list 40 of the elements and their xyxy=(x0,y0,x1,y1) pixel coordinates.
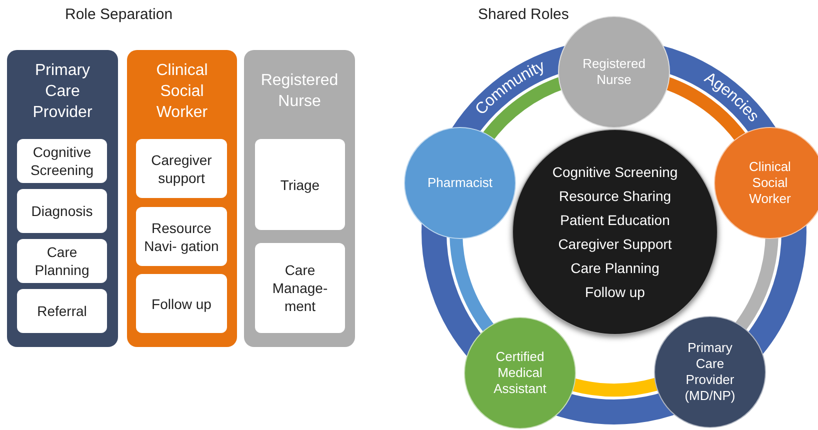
task-card xyxy=(17,289,107,333)
task-text: Referral xyxy=(37,302,87,320)
ring-arc xyxy=(572,378,658,396)
column-heading: Registered Nurse xyxy=(260,71,340,112)
task-card xyxy=(136,207,227,266)
task-card xyxy=(17,189,107,233)
task-card xyxy=(17,139,107,183)
column-heading: Primary Care Provider xyxy=(32,61,94,123)
task-text: Resource Sharing xyxy=(558,187,672,206)
task-text: Care Planning xyxy=(34,243,90,279)
role-name: Pharmacist xyxy=(427,175,493,191)
task-text: Care Manage- ment xyxy=(271,261,329,315)
role-name: Clinical Social Worker xyxy=(748,159,792,207)
role-name: Certified Medical Assistant xyxy=(492,349,548,397)
task-text: Care Planning xyxy=(570,259,660,278)
role-circle xyxy=(714,127,818,239)
task-card xyxy=(255,139,345,230)
task-text: Caregiver Support xyxy=(558,235,672,254)
task-card xyxy=(255,243,345,333)
task-card xyxy=(136,274,227,333)
task-text: Cognitive Screening xyxy=(29,143,95,179)
task-text: Follow up xyxy=(585,283,645,302)
task-text: Cognitive Screening xyxy=(552,163,678,182)
role-column xyxy=(244,50,355,347)
task-text: Caregiver support xyxy=(150,150,213,186)
column-heading: Clinical Social Worker xyxy=(155,61,209,123)
role-column xyxy=(7,50,118,347)
role-name: Primary Care Provider (MD/NP) xyxy=(684,340,736,404)
task-card xyxy=(17,239,107,283)
section-heading: Shared Roles xyxy=(478,6,569,23)
section-heading: Role Separation xyxy=(65,6,173,23)
task-text: Resource Navi- gation xyxy=(143,218,220,254)
role-name: Registered Nurse xyxy=(582,56,646,88)
task-text: Diagnosis xyxy=(31,202,93,220)
role-column xyxy=(127,50,237,347)
task-text: Patient Education xyxy=(560,211,670,230)
task-text: Triage xyxy=(280,176,320,194)
task-card xyxy=(136,139,227,198)
task-text: Follow up xyxy=(152,294,212,312)
task-circle xyxy=(512,129,718,335)
